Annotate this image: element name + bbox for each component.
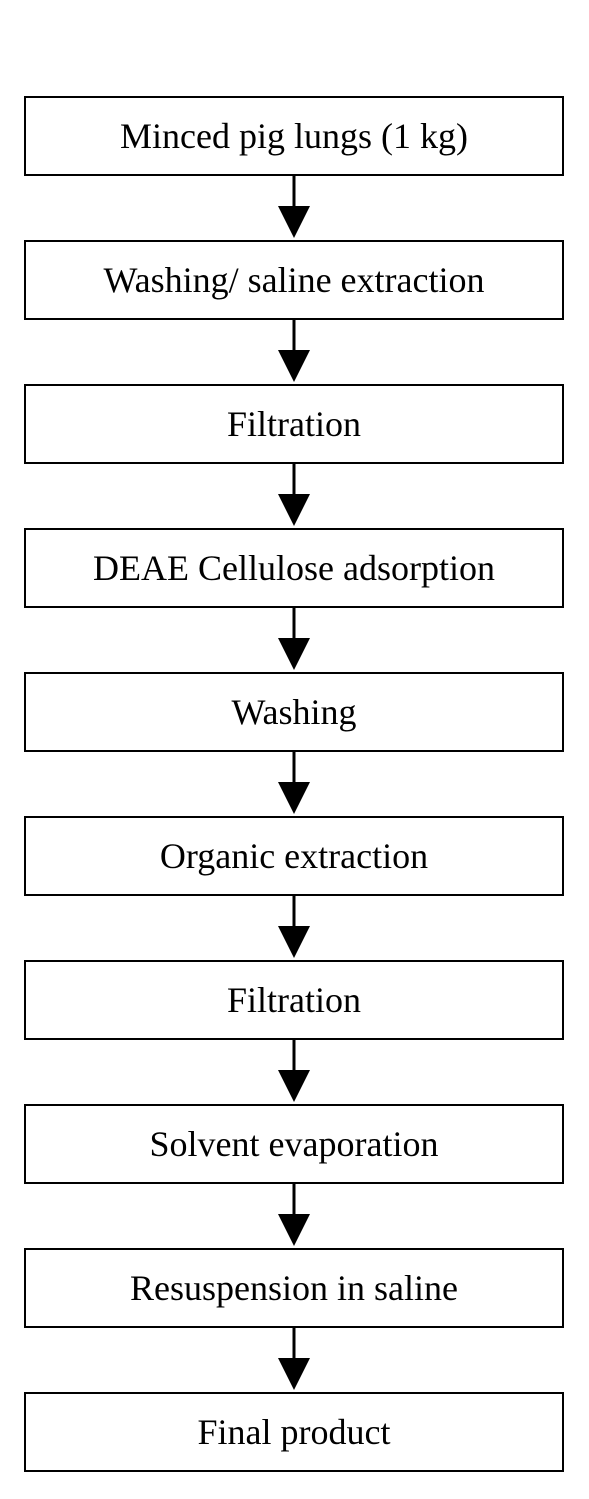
down-arrow-icon [276, 896, 312, 960]
step-label: Washing [231, 692, 357, 732]
down-arrow-icon [276, 752, 312, 816]
down-arrow-icon [276, 176, 312, 240]
step-label: Minced pig lungs (1 kg) [120, 116, 468, 156]
down-arrow-icon [276, 320, 312, 384]
step-label: DEAE Cellulose adsorption [93, 548, 495, 588]
step-box-filtration-1: Filtration [24, 384, 564, 464]
step-label: Washing/ saline extraction [103, 260, 485, 300]
down-arrow-icon [276, 1040, 312, 1104]
down-arrow-icon [276, 1328, 312, 1392]
down-arrow-icon [276, 1184, 312, 1248]
step-box-filtration-2: Filtration [24, 960, 564, 1040]
step-box-solvent-evaporation: Solvent evaporation [24, 1104, 564, 1184]
step-box-organic-extraction: Organic extraction [24, 816, 564, 896]
step-box-washing-saline-extraction: Washing/ saline extraction [24, 240, 564, 320]
step-box-deae-cellulose-adsorption: DEAE Cellulose adsorption [24, 528, 564, 608]
step-box-final-product: Final product [24, 1392, 564, 1472]
step-label: Filtration [227, 980, 361, 1020]
down-arrow-icon [276, 608, 312, 672]
step-box-resuspension-in-saline: Resuspension in saline [24, 1248, 564, 1328]
step-box-minced-pig-lungs: Minced pig lungs (1 kg) [24, 96, 564, 176]
step-label: Organic extraction [159, 836, 429, 876]
step-label: Final product [197, 1412, 391, 1452]
step-label: Resuspension in saline [130, 1268, 458, 1308]
step-label: Solvent evaporation [149, 1124, 439, 1164]
step-box-washing: Washing [24, 672, 564, 752]
step-label: Filtration [227, 404, 361, 444]
down-arrow-icon [276, 464, 312, 528]
